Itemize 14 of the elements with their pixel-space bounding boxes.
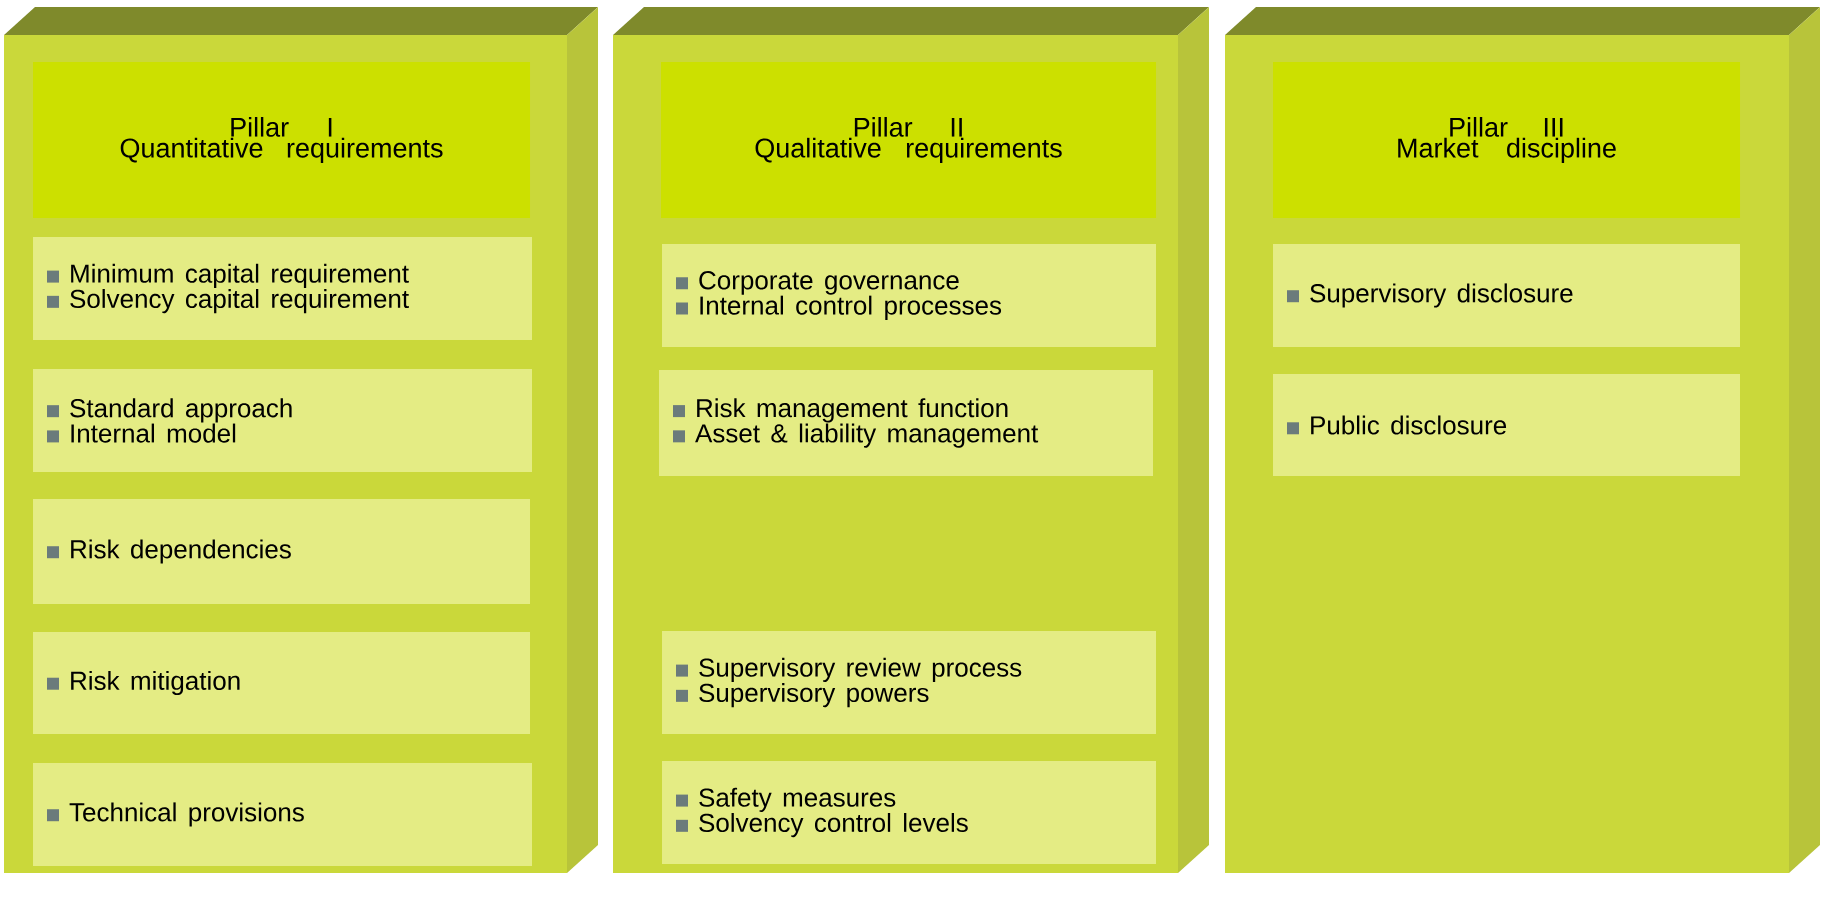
item-box: Corporate governance Internal control processes — [662, 244, 1156, 347]
item-box: Supervisory review process Supervisory powers — [662, 631, 1156, 734]
item-box: Risk management function Asset & liability management — [659, 370, 1153, 476]
item-box: Safety measures Solvency control levels — [662, 761, 1156, 864]
item-box: Technical provisions — [33, 763, 532, 866]
item-box: Standard approach Internal model — [33, 369, 532, 472]
pillar-header: Pillar II Qualitative requirements — [661, 62, 1156, 218]
item-box: Public disclosure — [1273, 374, 1740, 476]
item-box: Risk mitigation — [33, 632, 530, 734]
item-box: Minimum capital requirement Solvency capital requirement — [33, 237, 532, 340]
item-box: Supervisory disclosure — [1273, 244, 1740, 347]
item-box: Risk dependencies — [33, 499, 530, 604]
pillar-header: Pillar III Market discipline — [1273, 62, 1740, 218]
pillar-header: Pillar I Quantitative requirements — [33, 62, 530, 218]
